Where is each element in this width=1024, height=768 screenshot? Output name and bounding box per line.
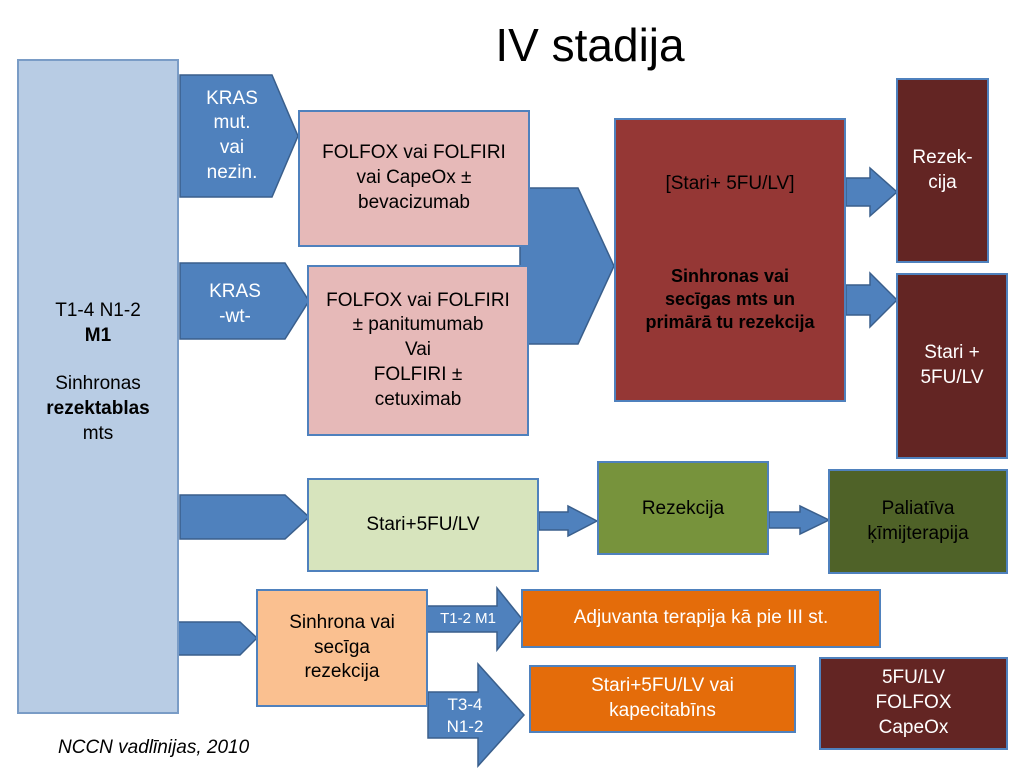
label-kras-mut: KRAS mut. vai nezin.: [184, 78, 280, 194]
box-stari-5fu: Stari+5FU/LV: [307, 478, 539, 572]
center-bold-1: Sinhronas vai: [670, 265, 790, 286]
rezek-2: cija: [928, 171, 957, 193]
arrow-kras-wt: [179, 262, 310, 340]
label-kras-wt: KRAS -wt-: [190, 280, 280, 330]
paliativa-1: Paliatīva: [881, 497, 955, 519]
box-stari-right: Stari + 5FU/LV: [896, 273, 1008, 459]
sinhrona-1: Sinhrona vai: [289, 611, 395, 633]
arrow-to-sinhrona: [171, 621, 259, 656]
folfox-pan-3: Vai: [404, 339, 432, 361]
left-box-line5: mts: [82, 422, 114, 444]
stari-5fu-text: Stari+5FU/LV: [366, 513, 480, 535]
folfox-bev-3: bevacizumab: [358, 191, 470, 213]
left-box-line4: rezektablas: [46, 398, 150, 420]
stari-kapec-1: Stari+5FU/LV vai: [591, 675, 734, 697]
stari-right-2: 5FU/LV: [920, 367, 984, 388]
page-title: IV stadija: [495, 19, 685, 71]
left-box-line2: M1: [84, 324, 112, 346]
box-sinhrona: Sinhrona vai secīga rezekcija: [256, 589, 428, 707]
label-t12m1: T1-2 M1: [420, 607, 516, 631]
arrow-to-paliativa: [768, 504, 831, 536]
sinhrona-2: secīga: [314, 636, 370, 658]
stari-right-1: Stari +: [924, 342, 980, 364]
paliativa-2: ķīmijterapija: [867, 522, 969, 544]
arrow-to-rezek: [845, 166, 899, 218]
left-box-line1: T1-4 N1-2: [55, 300, 141, 321]
center-bold-2: secīgas mts un: [664, 289, 796, 310]
arrow-t12m1: [417, 585, 523, 653]
arrow-to-center: [519, 187, 615, 345]
box-adjuvanta: Adjuvanta terapija kā pie III st.: [521, 589, 881, 648]
adjuvanta-text: Adjuvanta terapija kā pie III st.: [573, 607, 829, 629]
stari-kapec-2: kapecitabīns: [609, 700, 716, 721]
label-t12m1-text: T1-2 M1: [440, 610, 496, 628]
box-paliativa: Paliatīva ķīmijterapija: [828, 469, 1008, 574]
folfox-pan-5: cetuximab: [374, 388, 462, 410]
box-chemo-list: 5FU/LV FOLFOX CapeOx: [819, 657, 1008, 750]
label-kras-wt-1: KRAS: [209, 281, 261, 302]
folfox-pan-4: FOLFIRI ±: [373, 363, 463, 385]
center-bold-3: primārā tu rezekcija: [645, 312, 815, 333]
label-kras-mut-4: nezin.: [206, 161, 258, 183]
folfox-pan-1: FOLFOX vai FOLFIRI: [326, 289, 510, 311]
box-rezekcija-mid: Rezekcija: [597, 461, 769, 555]
folfox-pan-2: ± panitumumab: [352, 314, 484, 336]
left-box-line3: Sinhronas: [55, 373, 141, 395]
rezek-1: Rezek-: [912, 147, 973, 168]
arrow-kras-mut: [179, 74, 299, 198]
box-folfox-panitumumab: FOLFOX vai FOLFIRI ± panitumumab Vai FOL…: [307, 265, 529, 436]
box-stari-kapecitabins: Stari+5FU/LV vai kapecitabīns: [529, 665, 796, 733]
label-t34n12: T3-4 N1-2: [430, 692, 500, 740]
arrow-t34n12: [427, 662, 526, 768]
box-rezekcija-right: Rezek- cija: [896, 78, 989, 263]
box-center-resection: [Stari+ 5FU/LV] Sinhronas vai secīgas mt…: [614, 118, 846, 402]
folfox-bev-1: FOLFOX vai FOLFIRI: [322, 142, 506, 164]
arrow-to-stari-right: [845, 271, 899, 329]
chemo-list-1: 5FU/LV: [881, 667, 945, 689]
folfox-bev-2: vai CapeOx ±: [356, 167, 472, 189]
label-kras-wt-2: -wt-: [219, 305, 251, 327]
center-top-text: [Stari+ 5FU/LV]: [665, 173, 795, 194]
label-kras-mut-3: vai: [219, 137, 245, 158]
label-kras-mut-2: mut.: [213, 112, 251, 134]
chemo-list-3: CapeOx: [878, 716, 949, 738]
chemo-list-2: FOLFOX: [875, 692, 952, 714]
arrow-to-rezekcija: [538, 504, 599, 538]
sinhrona-3: rezekcija: [304, 661, 380, 683]
box-folfox-bevacizumab: FOLFOX vai FOLFIRI vai CapeOx ± bevacizu…: [298, 110, 530, 247]
source-citation: NCCN vadlīnijas, 2010: [58, 737, 250, 758]
label-t34n12-1: T3-4: [447, 694, 483, 714]
label-kras-mut-1: KRAS: [206, 87, 258, 109]
arrow-to-stari5fu: [179, 494, 311, 540]
label-t34n12-2: N1-2: [446, 717, 484, 736]
left-stage-box: T1-4 N1-2 M1 Sinhronas rezektablas mts: [17, 59, 179, 714]
rezekcija-mid-text: Rezekcija: [641, 498, 725, 519]
